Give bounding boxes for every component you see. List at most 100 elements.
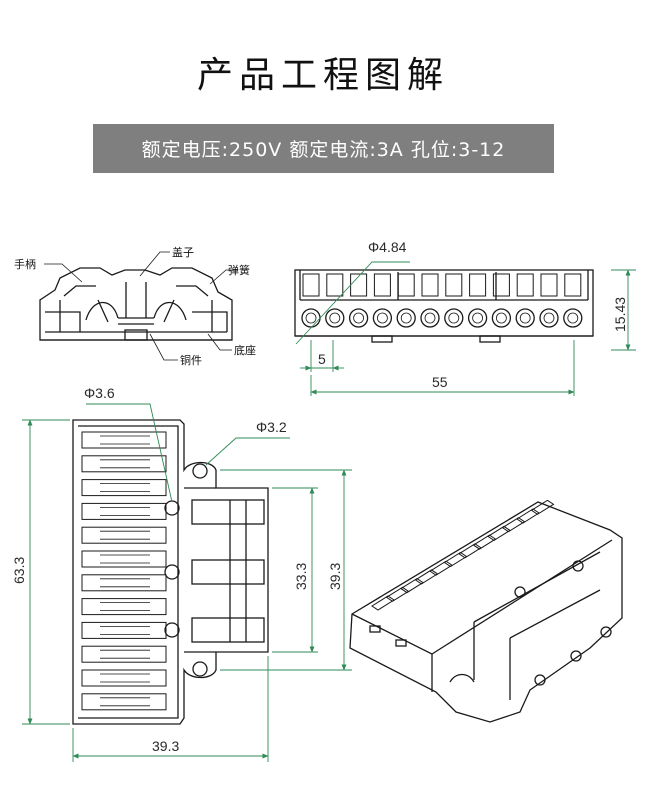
top-slot bbox=[81, 574, 167, 592]
front-hole bbox=[420, 308, 440, 328]
top-slot-lines bbox=[100, 507, 150, 516]
page-title: 产品工程图解 bbox=[196, 55, 449, 96]
isometric-ribs bbox=[371, 499, 555, 611]
front-hole bbox=[491, 308, 512, 328]
front-hole-inner bbox=[519, 312, 531, 324]
front-hole bbox=[372, 308, 393, 328]
iso-rib bbox=[516, 508, 540, 524]
front-hole-inner bbox=[329, 312, 341, 324]
iso-rib bbox=[501, 517, 526, 533]
dim-pitch: 5 bbox=[318, 351, 326, 367]
top-slot bbox=[81, 455, 167, 473]
top-slot bbox=[81, 431, 167, 449]
top-slot-lines bbox=[100, 554, 150, 564]
front-hole-inner bbox=[495, 312, 507, 324]
front-hole-inner bbox=[376, 312, 388, 324]
top-slot-lines bbox=[100, 459, 150, 469]
front-hole bbox=[515, 308, 535, 328]
front-slot bbox=[421, 273, 439, 297]
top-slot-lines bbox=[100, 673, 150, 683]
front-hole-inner bbox=[472, 312, 484, 324]
dim-hole-dia-front: Φ4.84 bbox=[368, 239, 407, 255]
dim-base-width: 39.3 bbox=[152, 738, 179, 754]
top-slot bbox=[81, 598, 167, 616]
front-view bbox=[294, 269, 594, 343]
top-slot bbox=[81, 526, 167, 544]
front-slot bbox=[492, 273, 510, 297]
front-hole-inner bbox=[424, 312, 436, 324]
front-slot bbox=[445, 273, 463, 297]
top-slot bbox=[81, 645, 167, 663]
iso-rib bbox=[487, 525, 511, 541]
spec-banner: 额定电压:250V 额定电流:3A 孔位:3-12 bbox=[93, 124, 554, 173]
dim-hole-dia-b: Φ3.2 bbox=[256, 419, 287, 435]
dim-width-front: 55 bbox=[432, 374, 448, 390]
top-view bbox=[72, 419, 269, 725]
side-section-view bbox=[39, 267, 233, 341]
top-slot-lines bbox=[100, 626, 150, 635]
front-slots bbox=[302, 273, 582, 297]
front-hole-inner bbox=[305, 312, 317, 324]
front-slot bbox=[516, 273, 534, 297]
top-slot-lines bbox=[100, 649, 150, 659]
front-slot bbox=[469, 273, 487, 297]
iso-rib bbox=[472, 534, 497, 550]
front-hole bbox=[325, 308, 345, 328]
isometric-view bbox=[349, 501, 623, 723]
top-slot bbox=[81, 621, 167, 639]
front-slot bbox=[326, 273, 344, 297]
dim-hole-dia-a: Φ3.6 bbox=[84, 385, 115, 401]
iso-rib bbox=[429, 560, 453, 576]
front-slot bbox=[540, 273, 558, 297]
top-slot bbox=[81, 669, 167, 687]
front-hole-inner bbox=[353, 312, 365, 324]
front-slot bbox=[373, 273, 391, 297]
top-slot-lines bbox=[100, 697, 150, 707]
dim-flange-length: 39.3 bbox=[327, 563, 343, 590]
front-slot bbox=[564, 273, 582, 297]
front-hole bbox=[348, 308, 369, 328]
iso-rib bbox=[400, 578, 424, 594]
top-slot-lines bbox=[100, 530, 150, 540]
top-slot-lines bbox=[100, 602, 150, 611]
label-base: 底座 bbox=[234, 343, 256, 357]
front-hole bbox=[444, 308, 464, 328]
front-holes bbox=[301, 308, 583, 328]
top-slots bbox=[81, 431, 167, 711]
top-dimensions bbox=[22, 403, 352, 762]
front-hole-inner bbox=[400, 312, 412, 324]
iso-rib bbox=[443, 551, 468, 568]
top-slot-lines bbox=[100, 483, 150, 492]
top-slot bbox=[81, 693, 167, 711]
top-slot bbox=[81, 479, 167, 497]
front-hole-inner bbox=[543, 312, 555, 324]
label-cover: 盖子 bbox=[172, 245, 194, 259]
top-slot bbox=[81, 502, 167, 520]
iso-rib bbox=[530, 499, 555, 515]
front-hole-inner bbox=[448, 312, 460, 324]
front-slot bbox=[302, 273, 320, 297]
iso-rib bbox=[458, 543, 482, 559]
iso-rib bbox=[371, 595, 395, 611]
front-hole bbox=[301, 308, 321, 328]
dim-total-length: 63.3 bbox=[11, 557, 27, 584]
front-hole bbox=[396, 308, 416, 328]
top-slot bbox=[81, 550, 167, 568]
part-leaders bbox=[44, 251, 238, 361]
front-slot bbox=[350, 273, 368, 297]
front-hole bbox=[467, 308, 488, 328]
iso-rib bbox=[385, 586, 410, 602]
dim-height-side: 15.43 bbox=[612, 297, 628, 332]
label-handle: 手柄 bbox=[14, 257, 36, 271]
front-hole bbox=[563, 308, 583, 328]
label-spring: 弹簧 bbox=[228, 263, 250, 277]
iso-rib bbox=[414, 569, 439, 585]
front-slot bbox=[397, 273, 415, 297]
dim-mount-span: 33.3 bbox=[293, 563, 309, 590]
spec-text: 额定电压:250V 额定电流:3A 孔位:3-12 bbox=[141, 139, 506, 161]
top-slot-lines bbox=[100, 578, 150, 588]
front-hole-inner bbox=[567, 312, 579, 324]
front-dimensions bbox=[295, 261, 636, 396]
label-copper: 铜件 bbox=[180, 353, 202, 367]
